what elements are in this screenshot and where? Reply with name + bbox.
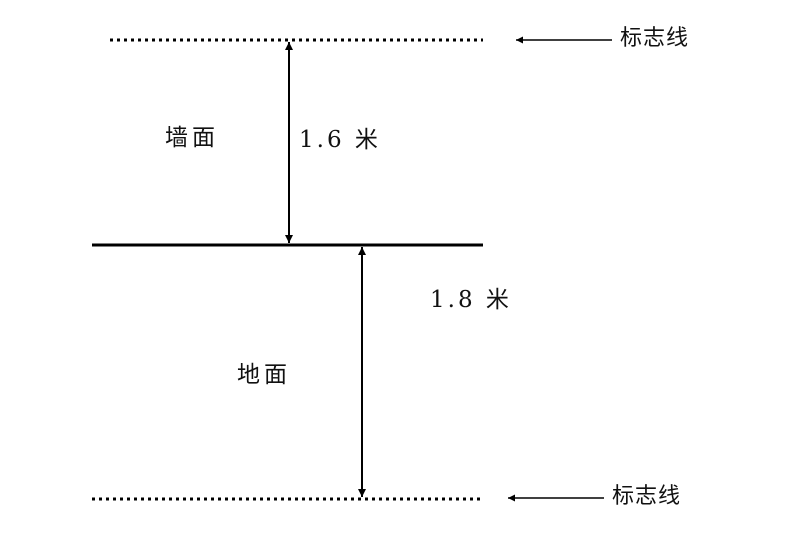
lower-dimension-label: 1.8 米 [430, 287, 512, 313]
top-marker-label: 标志线 [620, 26, 690, 51]
upper-region-label: 墙面 [165, 125, 219, 151]
lower-region-label: 地面 [237, 362, 291, 388]
bottom-marker-label: 标志线 [612, 484, 682, 509]
upper-dimension-label: 1.6 米 [299, 127, 381, 153]
